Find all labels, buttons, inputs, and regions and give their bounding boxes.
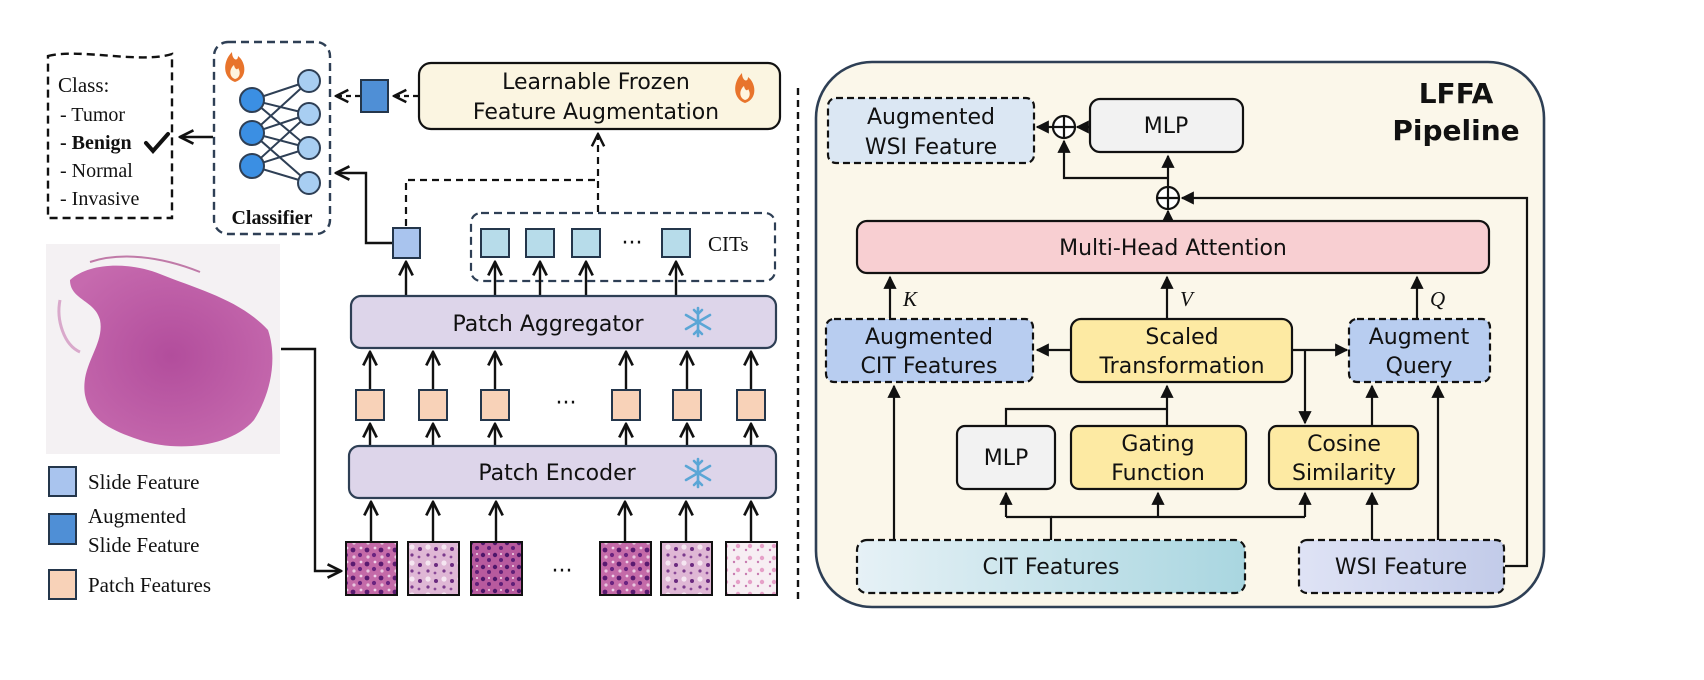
patch-feature-square [480, 389, 510, 421]
mlp-bottom-box: MLP [955, 424, 1057, 491]
cit-token [571, 228, 601, 258]
patch-image [470, 541, 523, 596]
cit-features-box: CIT Features [855, 538, 1247, 595]
legend-slide-feature: Slide Feature [88, 470, 199, 494]
patch-features-ellipsis: ··· [556, 391, 577, 416]
class-item-invasive: - Invasive [60, 188, 140, 210]
gating-function-box: Gating Function [1069, 424, 1248, 491]
lffa-module-line1: Learnable Frozen [502, 70, 690, 95]
augmented-wsi-feature-box: Augmented WSI Feature [826, 96, 1036, 165]
plus-icon [1051, 114, 1077, 140]
legend-swatch-augmented [48, 513, 77, 545]
scaled-transformation-line2: Transformation [1098, 354, 1264, 379]
mlp-top-label: MLP [1144, 114, 1189, 139]
cosine-similarity-box: Cosine Similarity [1267, 424, 1420, 491]
lffa-module-box: Learnable Frozen Feature Augmentation [417, 61, 782, 131]
multi-head-attention-label: Multi-Head Attention [1059, 236, 1287, 261]
patch-images-row: ··· [345, 541, 778, 596]
patch-feature-square [736, 389, 766, 421]
gating-function-line2: Function [1111, 461, 1205, 486]
legend-augmented-line1: Augmented [88, 504, 186, 528]
arrow-slidefeature-to-classifier [336, 173, 392, 245]
augmented-cit-features-box: Augmented CIT Features [824, 317, 1035, 384]
pipeline-title-line2: Pipeline [1392, 114, 1519, 147]
augment-query-box: Augment Query [1347, 317, 1492, 384]
patch-image [599, 541, 652, 596]
class-item-tumor: - Tumor [60, 104, 125, 126]
augmented-cit-line1: Augmented [865, 325, 993, 350]
class-box: Class: - Tumor - Benign - Normal - Invas… [46, 52, 174, 220]
multi-head-attention-box: Multi-Head Attention [855, 219, 1491, 275]
patch-image [660, 541, 713, 596]
wsi-feature-box: WSI Feature [1297, 538, 1506, 595]
class-item-normal: - Normal [60, 160, 133, 182]
patch-images-ellipsis: ··· [552, 559, 573, 584]
augmented-slide-feature-square [360, 79, 389, 113]
q-label: Q [1430, 287, 1445, 311]
snowflake-icon [684, 457, 712, 489]
patch-aggregator-label: Patch Aggregator [452, 312, 644, 337]
class-title: Class: [58, 73, 109, 97]
left-panel: Class: - Tumor - Benign - Normal - Invas… [46, 40, 782, 600]
lffa-module-line2: Feature Augmentation [473, 100, 719, 125]
wsi-feature-label: WSI Feature [1335, 555, 1467, 580]
mlp-top-box: MLP [1088, 97, 1245, 154]
legend-patch-features: Patch Features [88, 573, 211, 597]
classifier-label: Classifier [231, 207, 312, 229]
patch-feature-square [418, 389, 448, 421]
augmented-wsi-line1: Augmented [867, 105, 995, 130]
augment-query-line1: Augment [1369, 325, 1470, 350]
gating-function-line1: Gating [1121, 432, 1194, 457]
residual-wsi-to-plus [1180, 191, 1529, 568]
patch-feature-square [611, 389, 641, 421]
patch-encoder-box: Patch Encoder [347, 444, 778, 500]
plus-icon [1155, 185, 1181, 211]
augmented-wsi-line2: WSI Feature [865, 135, 997, 160]
legend-swatch-patch-features [48, 569, 77, 600]
cosine-similarity-line2: Similarity [1292, 461, 1396, 486]
k-label: K [902, 287, 918, 311]
cosine-similarity-line1: Cosine [1307, 432, 1381, 457]
class-item-benign: - Benign [60, 132, 132, 154]
patch-image [407, 541, 460, 596]
patch-feature-square [672, 389, 702, 421]
cit-token [661, 228, 691, 258]
dashed-slidefeature-to-lffa [404, 178, 598, 226]
check-icon [144, 132, 170, 155]
augmented-cit-line2: CIT Features [861, 354, 998, 379]
patch-features-row: ··· [355, 352, 766, 446]
patch-image [725, 541, 778, 596]
patch-image [345, 541, 398, 596]
flame-icon [735, 73, 755, 103]
cits-box: ··· CITs [469, 211, 777, 283]
merge-mlp-gating [1004, 407, 1167, 426]
residual-to-top-plus [1057, 139, 1168, 180]
patch-aggregator-box: Patch Aggregator [349, 294, 778, 350]
slide-feature-square [392, 227, 421, 259]
cits-ellipsis: ··· [622, 231, 643, 256]
cits-label: CITs [708, 232, 749, 256]
wsi-thumbnail [46, 244, 280, 454]
scaled-transformation-box: Scaled Transformation [1069, 317, 1294, 384]
pipeline-title-line1: LFFA [1419, 77, 1494, 110]
augment-query-line2: Query [1386, 354, 1453, 379]
scaled-transformation-line1: Scaled [1145, 325, 1218, 350]
legend-augmented-line2: Slide Feature [88, 533, 199, 557]
classifier-box: Classifier [212, 40, 332, 236]
v-label: V [1180, 287, 1195, 311]
snowflake-icon [684, 306, 712, 338]
legend: Slide Feature Augmented Slide Feature Pa… [48, 466, 211, 600]
network-icon [239, 69, 321, 195]
cit-features-label: CIT Features [983, 555, 1120, 580]
patch-encoder-label: Patch Encoder [478, 461, 636, 486]
patch-feature-square [355, 389, 385, 421]
flame-icon [225, 52, 245, 82]
legend-swatch-slide-feature [48, 466, 77, 497]
lffa-pipeline-panel: LFFA Pipeline Augmented WSI Feature MLP [814, 60, 1546, 609]
cit-token [480, 228, 510, 258]
arrow-wsi-to-patches [281, 347, 341, 571]
mlp-bottom-label: MLP [984, 446, 1029, 471]
cit-token [525, 228, 555, 258]
